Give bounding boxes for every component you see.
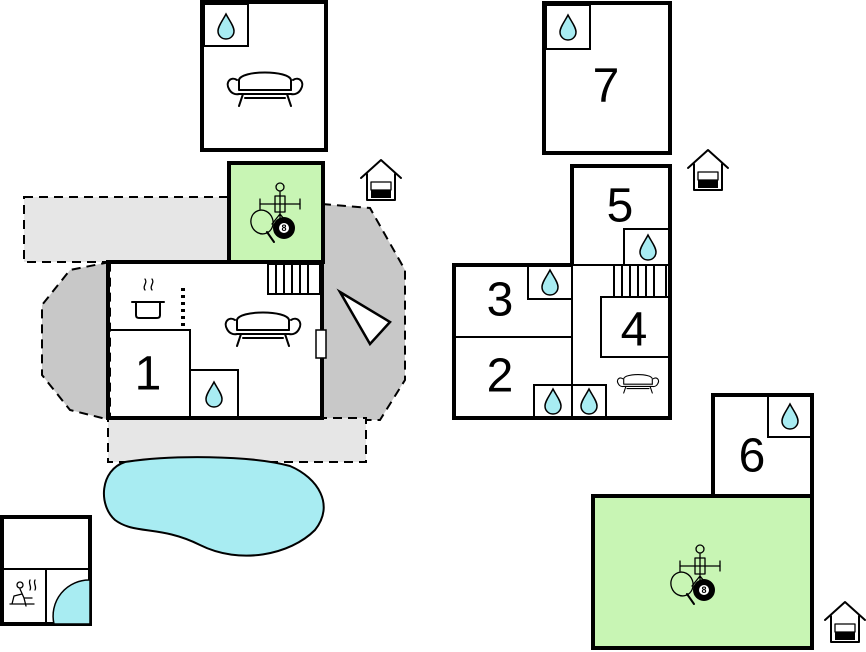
room-1-label: 1 — [135, 348, 162, 401]
sofa-icon — [224, 311, 302, 347]
water-drop-icon — [781, 403, 799, 430]
garden-area-left — [41, 260, 111, 422]
room-4 — [600, 296, 671, 358]
billiard-ball-icon: 8 — [701, 585, 706, 595]
room-7-label: 7 — [593, 60, 620, 113]
water-drop-icon — [541, 269, 559, 296]
water-drop-icon — [217, 13, 235, 40]
billiard-ball-icon: 8 — [281, 223, 286, 233]
sofa-icon — [616, 374, 660, 394]
water-drop-icon — [580, 388, 598, 415]
sofa-icon — [226, 71, 304, 107]
swimming-pool — [102, 456, 325, 557]
water-drop-icon — [544, 388, 562, 415]
house-floor-icon — [360, 159, 402, 201]
games-room-large — [591, 494, 814, 650]
room-5-label: 5 — [607, 180, 634, 233]
room-7 — [542, 1, 672, 155]
water-drop-icon — [205, 381, 223, 408]
stairs-icon — [621, 265, 655, 297]
room-6-label: 6 — [739, 430, 766, 483]
stairs-icon — [275, 264, 309, 294]
water-drop-icon — [639, 234, 657, 261]
cooking-pot-icon — [131, 278, 165, 319]
house-floor-icon — [824, 601, 866, 643]
room-6 — [711, 393, 814, 496]
room-4-label: 4 — [621, 304, 648, 357]
terrace-bottom — [107, 417, 367, 463]
door-icon — [315, 329, 327, 359]
direction-arrow-icon — [336, 288, 392, 347]
sauna-icon — [9, 579, 37, 607]
shower-icon — [52, 579, 91, 625]
water-drop-icon — [559, 14, 577, 41]
room-3-label: 3 — [487, 274, 514, 327]
second-building-walls — [452, 164, 672, 420]
house-floor-icon — [687, 149, 729, 191]
terrace-top — [23, 196, 231, 263]
room-2-label: 2 — [487, 350, 514, 403]
room-living-top — [200, 0, 328, 152]
